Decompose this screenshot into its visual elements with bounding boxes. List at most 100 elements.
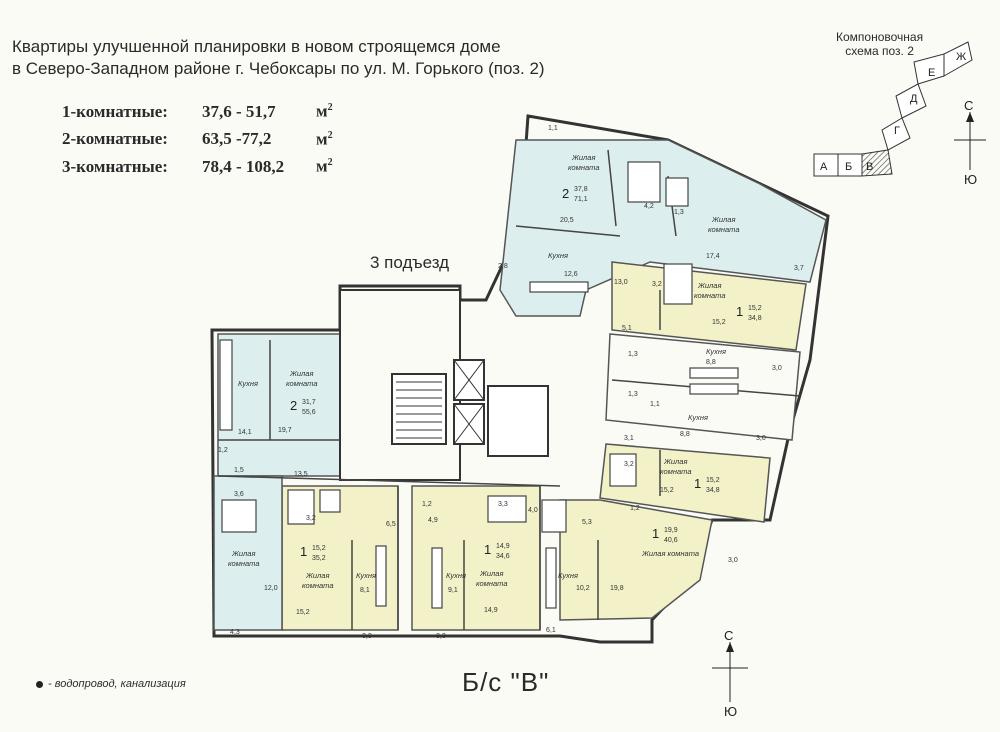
room-area: 6,5	[386, 521, 396, 528]
size-unit: м	[316, 129, 328, 149]
bathrooms	[219, 161, 739, 609]
room-area: 14,1	[238, 429, 252, 436]
room-label: Кухня	[548, 251, 568, 260]
kitchen-counter	[545, 547, 557, 609]
room-label: комната	[660, 467, 692, 476]
comp-letter-a: А	[820, 161, 828, 173]
compass-bottom: С Ю	[712, 628, 748, 719]
total-area: 34,6	[496, 553, 510, 560]
room-area: 12,0	[264, 585, 278, 592]
comp-letter-b: Б	[845, 161, 852, 173]
room-label: Кухня	[238, 379, 258, 388]
compass-north-label-2: С	[724, 628, 733, 643]
apartment-a4-marker: 1 15,2 34,8	[694, 476, 720, 494]
room-area: 1,1	[650, 401, 660, 408]
room-label: Жилая	[571, 153, 595, 162]
room-label: Кухня	[356, 571, 376, 580]
apartment-area-a5	[559, 499, 713, 621]
apartment-a5-marker: 1 19,9 40,6	[652, 526, 678, 544]
compass-north-label: С	[964, 98, 973, 113]
kitchen-counter	[689, 367, 739, 379]
bath-fixture	[487, 495, 527, 523]
room-label: Жилая	[697, 281, 721, 290]
room-area: 3,0	[772, 365, 782, 372]
room-label: Кухня	[688, 413, 708, 422]
page-title: Квартиры улучшенной планировки в новом с…	[12, 36, 545, 80]
rooms-count: 1	[694, 476, 701, 491]
comp-letter-d: Д	[910, 93, 918, 105]
room-area: 3,2	[652, 281, 662, 288]
living-area: 15,2	[706, 477, 720, 484]
room-area: 4,9	[428, 517, 438, 524]
stairwell	[391, 373, 447, 445]
bath-fixture	[627, 161, 661, 203]
room-area: 3,0	[756, 435, 766, 442]
living-area: 31,7	[302, 399, 316, 406]
comp-block-zh	[943, 41, 973, 77]
apartment-area-a4	[599, 443, 771, 523]
size-unit: м	[316, 101, 328, 121]
compass-south-label-2: Ю	[724, 704, 737, 719]
room-label: комната	[708, 225, 740, 234]
room-area: 6,1	[546, 627, 556, 634]
composition-letters: А Б В Г Д Е Ж	[820, 51, 966, 173]
room-area: 1,3	[628, 351, 638, 358]
apartment-area-a2	[217, 333, 341, 477]
room-area: 13,5	[294, 471, 308, 478]
rooms-count: 2	[290, 398, 297, 413]
room-area: 4,3	[230, 629, 240, 636]
rooms-count: 1	[652, 526, 659, 541]
rooms-count: 1	[300, 544, 307, 559]
room-area: 5,3	[582, 519, 592, 526]
room-area: 19,8	[610, 585, 624, 592]
kitchen-counter	[431, 547, 443, 609]
room-area: 10,2	[576, 585, 590, 592]
room-area: 1,3	[674, 209, 684, 216]
comp-block-v	[861, 149, 893, 177]
title-line-2: в Северо-Западном районе г. Чебоксары по…	[12, 59, 545, 78]
size-unit: м	[316, 156, 328, 176]
room-area: 19,7	[278, 427, 292, 434]
hall	[487, 385, 549, 457]
room-label: Жилая	[305, 571, 329, 580]
room-area: 3,7	[794, 265, 804, 272]
total-area: 40,6	[664, 537, 678, 544]
apartment-markers: 2 37,8 71,1 2 31,7 55,6 1 15,2 34,8 1 15…	[290, 186, 762, 562]
room-area: 1,2	[630, 505, 640, 512]
room-label: Жилая	[711, 215, 735, 224]
room-area: 1,2	[218, 447, 228, 454]
apartment-a3-marker: 1 15,2 34,8	[736, 304, 762, 322]
area-labels: 1,120,54,21,317,42,812,613,03,73,215,25,…	[218, 125, 804, 640]
composition-scheme	[813, 41, 973, 177]
room-label: Кухня	[558, 571, 578, 580]
size-value: 63,5 -77,2	[202, 129, 272, 149]
bath-fixture	[663, 263, 693, 305]
room-area: 3,3	[436, 633, 446, 640]
room-area: 3,1	[624, 435, 634, 442]
total-area: 34,8	[706, 487, 720, 494]
apartment-a1-marker: 2 37,8 71,1	[562, 186, 588, 203]
section-label: Б/с "В"	[462, 667, 550, 697]
room-area: 15,2	[660, 487, 674, 494]
composition-title-line-2: схема поз. 2	[845, 44, 914, 58]
bath-fixture	[287, 489, 315, 525]
room-area: 2,8	[498, 263, 508, 270]
room-area: 8,8	[706, 359, 716, 366]
room-area: 5,1	[622, 325, 632, 332]
composition-title: Компоновочная схема поз. 2	[836, 30, 923, 58]
composition-title-line-1: Компоновочная	[836, 30, 924, 44]
room-area: 3,2	[306, 515, 316, 522]
room-label: Кухня	[446, 571, 466, 580]
room-area: 4,2	[644, 203, 654, 210]
comp-letter-v: В	[866, 161, 873, 173]
room-label: Жилая	[289, 369, 313, 378]
room-label: комната	[302, 581, 334, 590]
room-area: 1,3	[628, 391, 638, 398]
compass-south-label: Ю	[964, 172, 977, 187]
room-label: комната	[476, 579, 508, 588]
